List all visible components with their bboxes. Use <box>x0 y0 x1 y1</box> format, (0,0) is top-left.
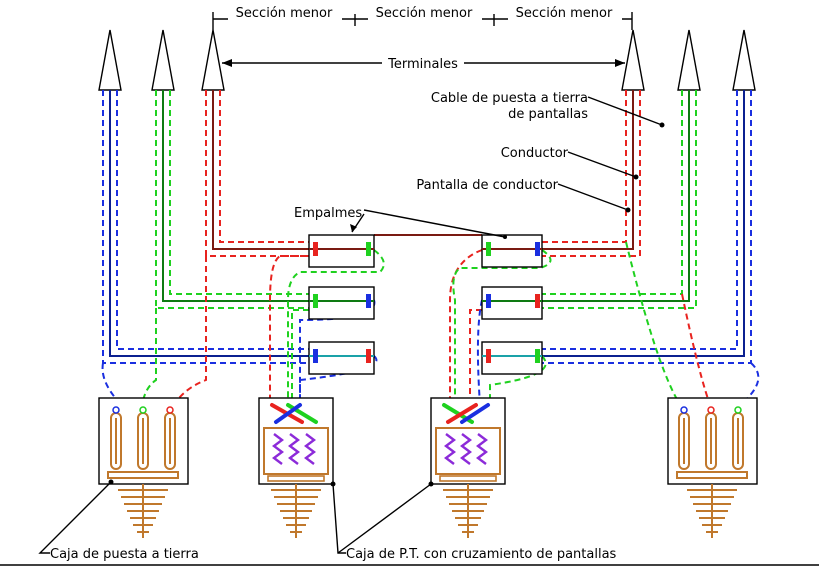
empalmes-label: Empalmes <box>294 206 362 221</box>
joint-box <box>481 234 543 268</box>
joint-box <box>308 341 375 375</box>
right-annotations: Cable de puesta a tierra de pantallas Co… <box>416 91 665 213</box>
joint-box <box>481 286 543 320</box>
seccion-menor-label-1: Sección menor <box>236 6 333 21</box>
ground-electrode <box>271 484 321 538</box>
conductor-label: Conductor <box>501 146 569 161</box>
crossbonding-box-left <box>258 397 334 485</box>
terminales-dimension: Terminales <box>222 55 625 72</box>
terminal-cone <box>98 29 122 91</box>
ground-electrode <box>118 484 168 538</box>
empalmes-annotation: Empalmes <box>294 206 507 239</box>
grounding-box-right <box>667 397 758 485</box>
phase-green-cables <box>155 90 697 309</box>
ground-electrode <box>443 484 493 538</box>
joint-box <box>481 341 543 375</box>
outer-box-drops <box>101 241 760 413</box>
cable-puesta-tierra-label: Cable de puesta a tierra <box>431 91 588 106</box>
seccion-menor-label-3: Sección menor <box>516 6 613 21</box>
terminal-cone <box>621 29 645 91</box>
de-pantallas-label: de pantallas <box>508 107 588 122</box>
caja-puesta-tierra-label: Caja de puesta a tierra <box>50 547 199 562</box>
terminal-cone <box>151 29 175 91</box>
caja-pt-cruzamiento-label: Caja de P.T. con cruzamiento de pantalla… <box>346 547 617 562</box>
phase-blue-cables <box>102 90 752 364</box>
joint-box <box>308 234 375 268</box>
bottom-annotations: Caja de puesta a tierra Caja de P.T. con… <box>0 479 819 566</box>
terminal-cone <box>201 29 225 91</box>
seccion-menor-label-2: Sección menor <box>376 6 473 21</box>
terminal-cones <box>98 29 756 91</box>
ground-electrode <box>687 484 737 538</box>
terminal-cone <box>732 29 756 91</box>
terminales-label: Terminales <box>387 57 458 72</box>
grounding-box-left <box>98 397 189 485</box>
terminal-cone <box>677 29 701 91</box>
joint-box <box>308 286 375 320</box>
crossbonding-wires <box>269 249 552 406</box>
ground-electrodes <box>118 484 737 538</box>
crossbonding-box-right <box>430 397 506 485</box>
section-dimension: Sección menor Sección menor Sección meno… <box>212 4 633 30</box>
pantalla-conductor-label: Pantalla de conductor <box>416 178 558 193</box>
joint-boxes <box>308 234 543 375</box>
